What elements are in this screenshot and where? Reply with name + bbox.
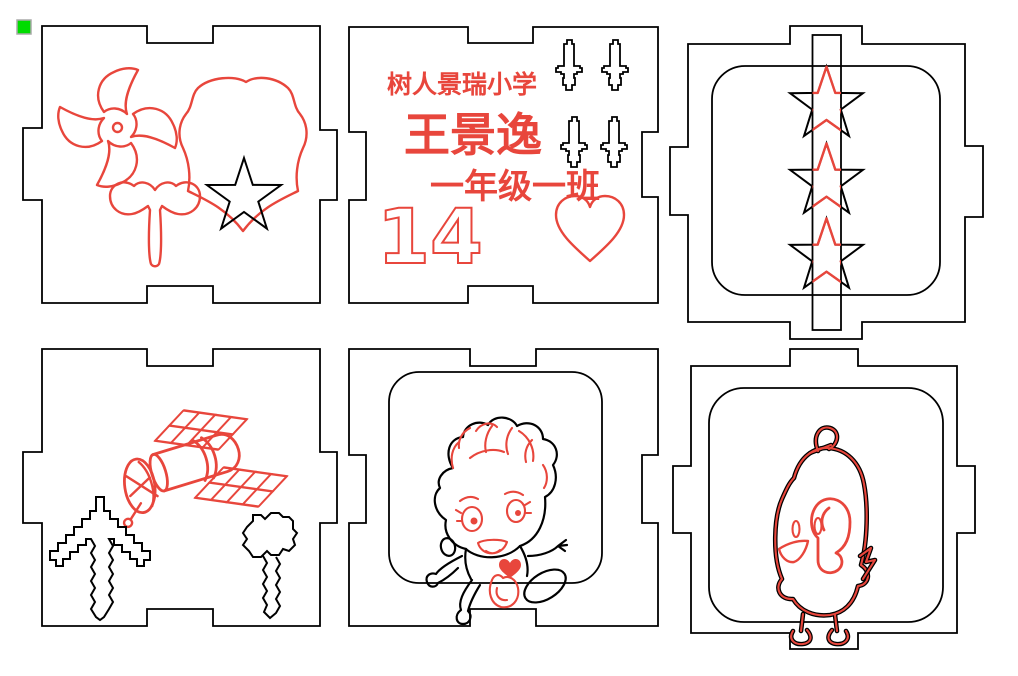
satellite-endcap: [148, 453, 169, 493]
panel-outline[interactable]: [669, 25, 984, 340]
panel-outline[interactable]: [348, 26, 659, 304]
star-engrave-overlay: [812, 65, 841, 284]
heart-icon[interactable]: [554, 194, 626, 263]
star-icon[interactable]: [203, 154, 285, 232]
axe-head: [241, 512, 299, 558]
baby-body-lines: [464, 544, 529, 581]
satellite-band: [191, 436, 218, 482]
sword-icon[interactable]: [555, 39, 583, 91]
baby-heart: [499, 559, 521, 578]
baby-right-leg: [523, 568, 567, 604]
panel-bottom-left[interactable]: [22, 348, 338, 627]
shuriken-blade: [96, 67, 140, 116]
star-icon[interactable]: [787, 140, 866, 216]
star-column[interactable]: [787, 63, 866, 291]
sword-icons[interactable]: [555, 39, 629, 168]
sword-icon[interactable]: [560, 116, 588, 168]
baby-left-leg: [455, 578, 482, 626]
panel-outline[interactable]: [348, 348, 659, 627]
panel-top-middle[interactable]: 树人景瑞小学 王景逸 一年级一班 14: [348, 26, 659, 304]
pickaxe-icon[interactable]: [49, 496, 151, 622]
shuriken-blade: [129, 106, 178, 150]
star-red-segment: [812, 217, 841, 284]
duck-left-eye: [791, 519, 801, 539]
baby-hair-strokes: [450, 422, 548, 490]
star-red-segment: [812, 142, 841, 209]
baby-ear: [439, 537, 457, 557]
star-icon[interactable]: [787, 215, 866, 291]
satellite-dish-spokes: [125, 460, 159, 508]
student-name-text[interactable]: 王景逸: [404, 108, 542, 162]
duck-wing: [810, 497, 852, 575]
satellite-antenna: [129, 502, 143, 521]
baby-eyebrows: [458, 490, 525, 503]
baby-mouth: [476, 538, 509, 555]
star-strip[interactable]: [811, 34, 842, 331]
satellite-antenna-loop: [122, 517, 134, 529]
double-axe-icon[interactable]: [108, 181, 202, 268]
baby-left-eye: [460, 505, 484, 533]
baby-right-eye: [505, 498, 527, 524]
duck-tail-red: [858, 546, 877, 581]
duck-right-eye: [813, 516, 823, 536]
rounded-cutout[interactable]: [388, 371, 603, 584]
panel-outline[interactable]: [672, 348, 976, 650]
class-name-text[interactable]: 一年级一班: [430, 167, 600, 207]
star-red-segment: [812, 65, 841, 132]
baby-left-pupil: [470, 517, 478, 525]
panel-bottom-right[interactable]: [672, 348, 976, 650]
solar-panel: [193, 466, 289, 508]
badge-shield-icon[interactable]: [178, 76, 308, 233]
baby-right-arm: [526, 538, 569, 558]
shuriken-blade: [95, 139, 139, 188]
duck-character[interactable]: [772, 425, 878, 647]
panel-bottom-middle[interactable]: [348, 348, 659, 627]
baby-diaper: [488, 574, 520, 609]
star-icon[interactable]: [787, 63, 866, 139]
satellite-icon[interactable]: [106, 409, 289, 529]
baby-right-pupil: [515, 510, 521, 516]
baby-head-outline: [433, 416, 558, 559]
student-number-text[interactable]: 14: [376, 191, 484, 282]
rounded-cutout[interactable]: [711, 65, 941, 296]
panel-outline[interactable]: [22, 348, 338, 627]
shuriken-hub: [111, 121, 124, 134]
shuriken-icon[interactable]: [57, 67, 178, 188]
baby-left-arm: [425, 554, 464, 588]
duck-curl-red: [808, 426, 839, 455]
sword-icon[interactable]: [601, 39, 629, 91]
pixel-axe-icon[interactable]: [241, 512, 299, 620]
origin-marker[interactable]: [16, 19, 32, 35]
duck-body-outline-red: [774, 446, 869, 617]
baby-character[interactable]: [425, 416, 572, 626]
duck-feet-red: [790, 612, 849, 646]
panel-outline[interactable]: [22, 25, 338, 304]
duck-feet-black: [788, 611, 851, 647]
shuriken-blade: [57, 105, 106, 149]
school-name-text[interactable]: 树人景瑞小学: [387, 70, 537, 99]
rounded-cutout[interactable]: [708, 387, 944, 623]
axe-handle: [261, 555, 282, 620]
sword-icon[interactable]: [600, 116, 628, 168]
panel-top-right[interactable]: [669, 25, 984, 340]
panel-top-left[interactable]: [22, 25, 338, 304]
duck-beak: [777, 539, 810, 564]
solar-panel: [153, 409, 249, 451]
baby-eyelashes: [454, 500, 533, 523]
